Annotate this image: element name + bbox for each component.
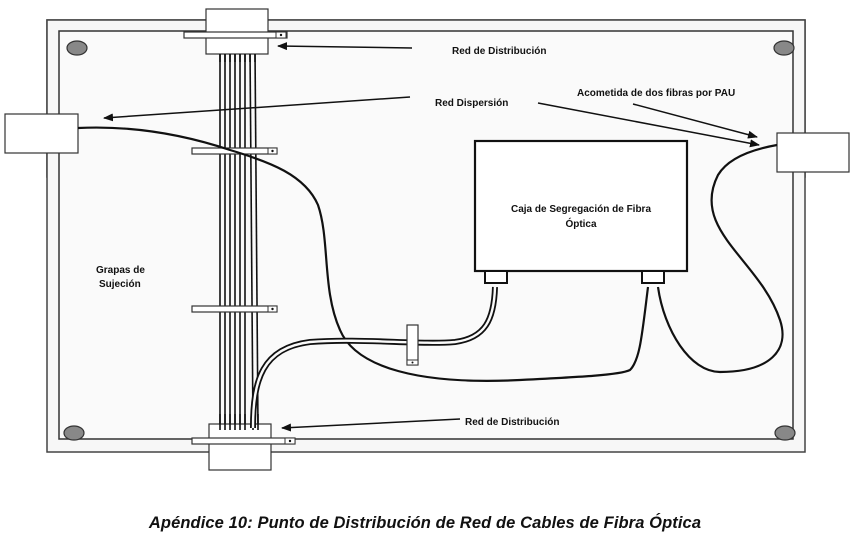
dispersion-cable-left <box>77 126 650 382</box>
label-red-dispersion: Red Dispersión <box>435 98 508 109</box>
bottom-entry-clamp <box>191 437 296 445</box>
cable-clip <box>406 324 419 366</box>
clamp-screw-icon <box>279 33 283 37</box>
mounting-hole-icon <box>773 40 795 56</box>
label-red-distribucion-top: Red de Distribución <box>452 46 546 57</box>
label-red-distribucion-bottom: Red de Distribución <box>465 417 559 428</box>
box-label-line1: Caja de Segregación de Fibra <box>511 204 651 215</box>
arrow-red-dispersion-left <box>103 96 411 122</box>
top-entry-clamp <box>183 31 288 39</box>
mounting-hole-icon <box>774 425 796 441</box>
mounting-holes <box>63 40 796 441</box>
arrow-red-distribucion-bottom <box>281 418 461 432</box>
clamp-screw-icon <box>271 307 274 311</box>
mounting-hole-icon <box>63 425 85 441</box>
mounting-hole-icon <box>66 40 88 56</box>
arrow-red-dispersion-right <box>537 102 760 148</box>
distribution-fiber-bundle <box>219 49 259 429</box>
clamp-screw-icon <box>271 149 274 153</box>
clip-screw-icon <box>411 361 414 364</box>
label-acometida: Acometida de dos fibras por PAU <box>577 88 735 99</box>
box-connector-right <box>641 270 665 284</box>
segregation-box: Caja de Segregación de Fibra Óptica <box>473 139 689 284</box>
box-connector-left <box>484 270 508 284</box>
arrow-red-distribucion-top <box>277 42 413 51</box>
pau-box-right <box>776 132 850 173</box>
pau-box-left <box>4 113 79 154</box>
bottom-entry-block <box>208 423 272 471</box>
fiber-strand <box>249 49 254 429</box>
arrow-acometida <box>632 103 758 139</box>
label-grapas-line1: Grapas de <box>96 265 145 276</box>
top-cable-entry <box>183 8 288 55</box>
bottom-cable-entry <box>191 423 296 471</box>
dispersion-cable-right <box>656 143 784 374</box>
fiber-strand <box>254 49 259 429</box>
clamp-screw-icon <box>288 439 292 443</box>
mounting-board <box>46 19 806 453</box>
figure-caption: Apéndice 10: Punto de Distribución de Re… <box>148 514 702 532</box>
label-grapas-line2: Sujeción <box>99 279 141 290</box>
box-label-line2: Óptica <box>565 217 597 230</box>
annotation-arrows <box>103 42 760 432</box>
clamp <box>191 305 278 313</box>
